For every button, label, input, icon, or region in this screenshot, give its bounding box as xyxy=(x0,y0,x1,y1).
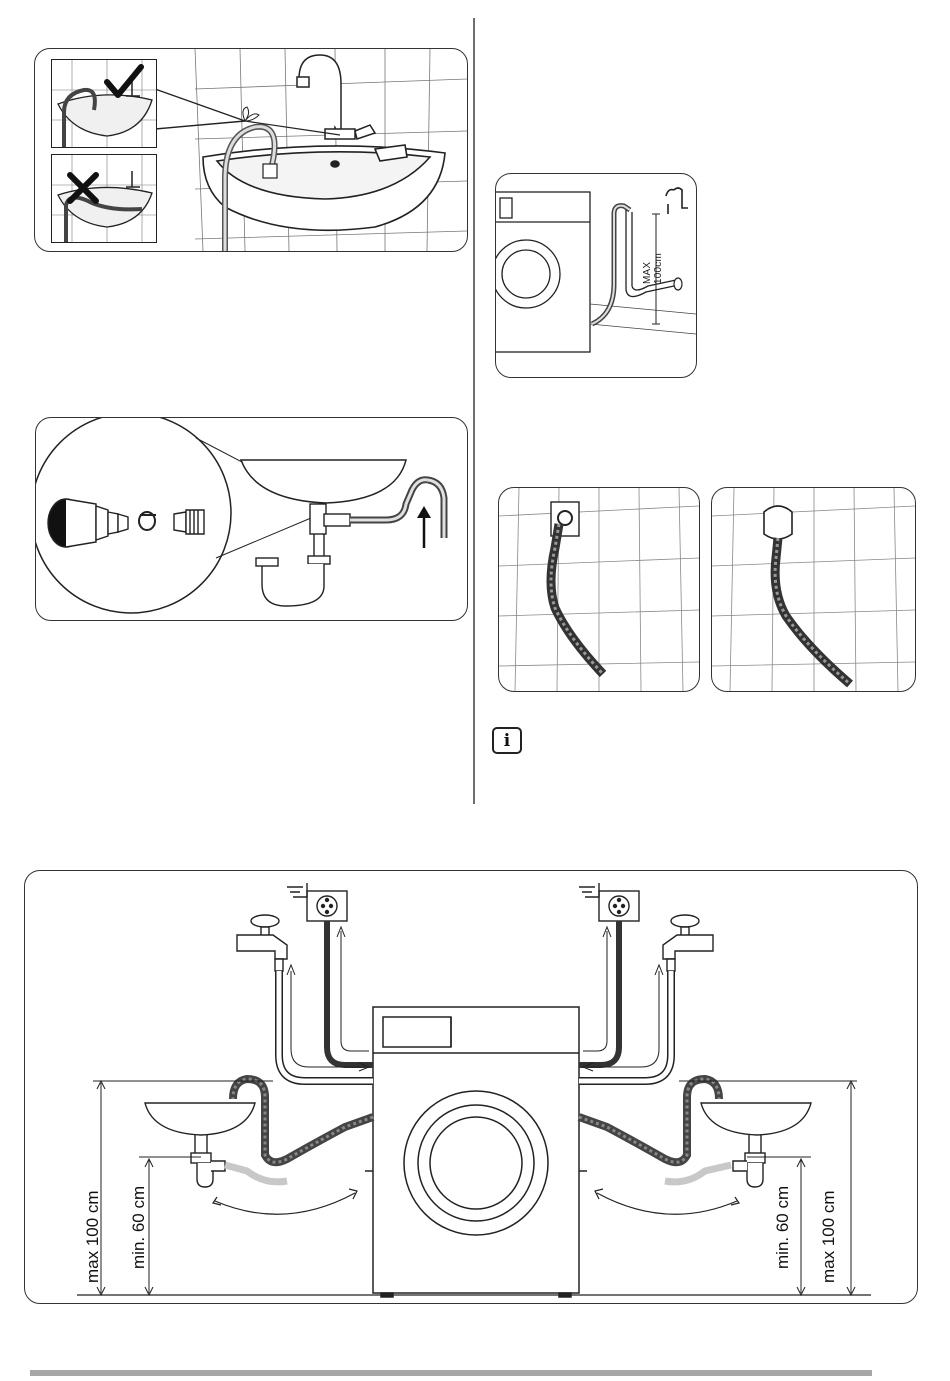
check-mark-icon xyxy=(104,64,144,100)
column-divider xyxy=(473,18,475,804)
inset-wrong xyxy=(51,154,157,243)
wall-outlet-left-illustration xyxy=(499,488,699,691)
figure-wall-outlet-left xyxy=(498,487,700,692)
left-max-height-label: max 100 cm xyxy=(83,1190,103,1283)
figure-sink-hose-hook xyxy=(34,48,468,252)
info-icon: i xyxy=(492,727,522,754)
figure-siphon-connection xyxy=(35,417,468,621)
standpipe-max-height-label: MAX 100cm xyxy=(642,230,664,284)
right-max-height-label: max 100 cm xyxy=(819,1190,839,1283)
right-min-height-label: min. 60 cm xyxy=(773,1186,793,1269)
footer-bar xyxy=(30,1370,872,1376)
inset-correct xyxy=(51,59,157,148)
wall-outlet-right-illustration xyxy=(712,488,915,691)
figure-wall-outlet-right xyxy=(711,487,916,692)
figure-installation-overview: max 100 cm min. 60 cm min. 60 cm max 100… xyxy=(24,870,918,1304)
cross-mark-icon xyxy=(66,171,100,205)
figure-standpipe: MAX 100cm xyxy=(495,173,697,378)
siphon-illustration xyxy=(36,418,467,620)
left-min-height-label: min. 60 cm xyxy=(129,1186,149,1269)
standpipe-illustration xyxy=(496,174,696,377)
